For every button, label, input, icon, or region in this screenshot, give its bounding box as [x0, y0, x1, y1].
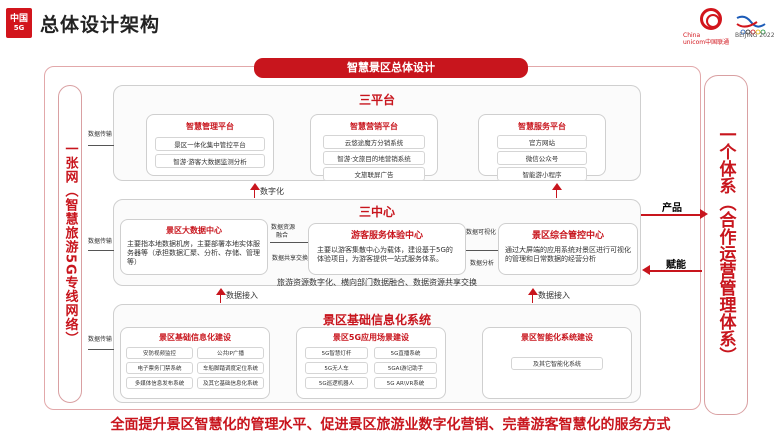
- left-link-line: [270, 242, 308, 243]
- basic-informatization-head: 景区基础信息化建设: [159, 333, 231, 342]
- base-item: 5G智慧灯杆: [305, 347, 368, 359]
- platform-item: 文旅联屏广告: [323, 167, 425, 181]
- base-systems-title: 景区基础信息化系统: [322, 313, 431, 327]
- data-analysis-label: 数据分析: [470, 260, 495, 267]
- product-label: 产品: [662, 203, 682, 214]
- digitalization-label: 数字化: [260, 187, 284, 196]
- bottom-slogan: 全面提升景区智慧化的管理水平、促进景区旅游业数字化营销、完善游客智慧化的服务方式: [110, 417, 671, 433]
- base-item: 5G AR\VR系统: [374, 377, 437, 389]
- three-centers-title: 三中心: [358, 205, 395, 219]
- digitalization-arrow-stem-right: [556, 190, 557, 198]
- visitor-service-head: 游客服务体验中心: [350, 231, 423, 241]
- scenario-5g-box: 景区5G应用场景建设 5G智慧灯杆 5G直播系统 5G无人车 5GAI游记助手 …: [296, 327, 446, 399]
- platform-data-transfer-label: 数据传输: [88, 131, 113, 138]
- right-link-line: [466, 250, 498, 251]
- base-item: 公共IP广播: [197, 347, 264, 359]
- platform-item: 微信公众号: [497, 151, 587, 165]
- funding-arrow-head-icon: [642, 265, 650, 275]
- data-resource-label: 数据资源: [271, 224, 296, 231]
- page-title: 总体设计架构: [40, 14, 161, 36]
- platform-item: 智游·游客大数据监测分析: [155, 154, 265, 168]
- logo-text-top: 中国: [9, 14, 28, 24]
- intelligent-system-box: 景区智能化系统建设 及其它智能化系统: [482, 327, 632, 399]
- one-network-label: 一张网（智慧旅游5G专线网络）: [58, 85, 82, 403]
- bigdata-center-head: 景区大数据中心: [166, 226, 222, 235]
- product-arrow: [640, 214, 702, 216]
- basic-items-grid: 安防视频监控 公共IP广播 电子票务门禁系统 车船脚踏调度定位系统 多媒体信息发…: [126, 347, 264, 389]
- integrated-control-center: 景区综合管控中心 通过大屏端的应用系统对景区进行可视化的管理和日常数据的经营分析: [498, 223, 638, 275]
- logo-text-bottom: 5G: [13, 24, 25, 32]
- beijing-olympics-emblem-icon: [736, 15, 766, 35]
- access-arrow-up-icon-right: [528, 288, 538, 295]
- overall-design-banner: 智慧景区总体设计: [254, 58, 528, 78]
- platform-item: 景区一体化集中管控平台: [155, 137, 265, 151]
- smart-management-platform: 智慧管理平台 景区一体化集中管控平台 智游·游客大数据监测分析: [146, 114, 274, 176]
- olympics-wordmark: BEIJING 2022: [735, 32, 775, 39]
- base-item: 5GAI游记助手: [374, 362, 437, 374]
- platform-item: 智游·文旅目的地营销系统: [323, 151, 425, 165]
- one-system-label: 一个体系（合作运营管理体系）: [704, 75, 748, 415]
- base-transfer-line: [88, 349, 114, 350]
- three-platforms-title: 三平台: [358, 93, 395, 107]
- visitor-service-text: 主要以游客集散中心为载体，建设基于5G的体验项目，为游客提供一站式服务体系。: [317, 246, 453, 263]
- data-share-label: 数据共享交换: [272, 255, 309, 262]
- integrated-control-text: 通过大屏端的应用系统对景区进行可视化的管理和日常数据的经营分析: [505, 246, 631, 263]
- platform-item: 官方网站: [497, 135, 587, 149]
- smart-service-platform: 智慧服务平台 官方网站 微信公众号 智能游小程序: [478, 114, 606, 181]
- base-item: 多媒体信息发布系统: [126, 377, 193, 389]
- access-label-right: 数据接入: [538, 291, 570, 300]
- platform-item: 云悠途魔方分销系统: [323, 135, 425, 149]
- scenario-5g-head: 景区5G应用场景建设: [332, 333, 410, 342]
- digitalization-arrow-stem: [254, 190, 255, 198]
- base-item: 车船脚踏调度定位系统: [197, 362, 264, 374]
- integrated-control-head: 景区综合管控中心: [531, 231, 604, 241]
- platform-item: 智能游小程序: [497, 167, 587, 181]
- base-item: 电子票务门禁系统: [126, 362, 193, 374]
- smart-marketing-head: 智慧营销平台: [350, 122, 398, 131]
- basic-informatization-box: 景区基础信息化建设 安防视频监控 公共IP广播 电子票务门禁系统 车船脚踏调度定…: [120, 327, 270, 399]
- access-arrow-stem-right: [532, 295, 533, 303]
- china-unicom-5g-logo: 中国 5G: [6, 8, 32, 38]
- funding-label: 赋能: [666, 260, 686, 271]
- bigdata-center-text: 主要指本地数据机房，主要部署本地实体服务器等（承担数据汇聚、分析、存储、管理等）: [127, 240, 260, 266]
- fusion-label: 融合: [276, 232, 289, 239]
- access-arrow-up-icon: [216, 288, 226, 295]
- china-unicom-wordmark: China unicom中国联通: [683, 32, 730, 46]
- smart-service-head: 智慧服务平台: [518, 122, 566, 131]
- funding-arrow: [648, 270, 702, 272]
- base-item: 5G无人车: [305, 362, 368, 374]
- access-label-left: 数据接入: [226, 291, 258, 300]
- visitor-service-center: 游客服务体验中心 主要以游客集散中心为载体，建设基于5G的体验项目，为游客提供一…: [308, 223, 466, 275]
- base-data-transfer-label: 数据传输: [88, 336, 113, 343]
- digitalization-arrow-up-icon-right: [552, 183, 562, 190]
- base-item: 5G直播系统: [374, 347, 437, 359]
- data-visualization-label: 数据可视化: [466, 229, 497, 236]
- base-item: 5G巡逻机器人: [305, 377, 368, 389]
- digitalization-arrow-up-icon: [250, 183, 260, 190]
- center-transfer-line: [88, 250, 114, 251]
- product-arrow-head-icon: [700, 209, 708, 219]
- base-item: 安防视频监控: [126, 347, 193, 359]
- smart-management-head: 智慧管理平台: [186, 122, 234, 131]
- access-arrow-stem: [220, 295, 221, 303]
- base-item: 及其它基础信息化系统: [197, 377, 264, 389]
- scenario-items-grid: 5G智慧灯杆 5G直播系统 5G无人车 5GAI游记助手 5G巡逻机器人 5G …: [305, 347, 437, 389]
- intelligent-system-head: 景区智能化系统建设: [521, 333, 593, 342]
- bigdata-center: 景区大数据中心 主要指本地数据机房，主要部署本地实体服务器等（承担数据汇聚、分析…: [120, 219, 268, 275]
- china-unicom-knot-icon: [700, 8, 722, 30]
- base-item: 及其它智能化系统: [511, 357, 603, 370]
- center-data-transfer-label: 数据传输: [88, 238, 113, 245]
- platform-transfer-line: [88, 145, 114, 146]
- center-footer-text: 旅游资源数字化、横向部门数据融合、数据资源共享交换: [277, 278, 477, 287]
- smart-marketing-platform: 智慧营销平台 云悠途魔方分销系统 智游·文旅目的地营销系统 文旅联屏广告: [310, 114, 438, 181]
